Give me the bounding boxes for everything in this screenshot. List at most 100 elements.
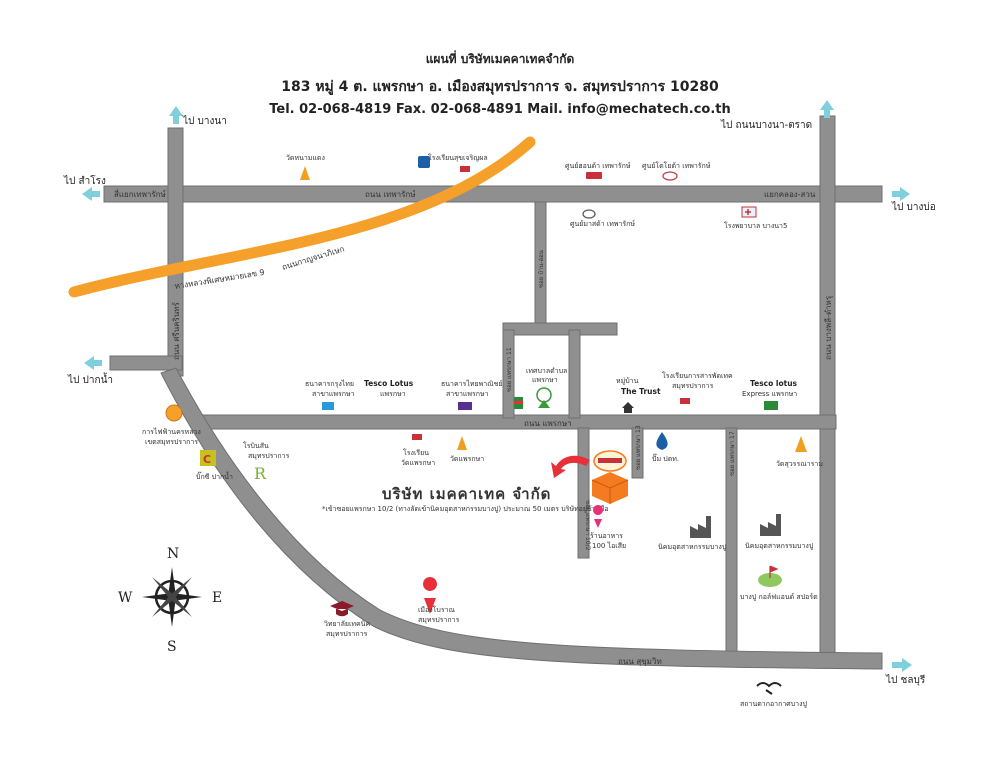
- direction-paknam: ไป ปากน้ำ: [67, 372, 113, 386]
- company-contact: Tel. 02-068-4819 Fax. 02-068-4891 Mail. …: [269, 102, 731, 117]
- temple-icon: [300, 166, 310, 180]
- direction-samrong: ไป สำโรง: [63, 174, 106, 187]
- left-arrow-icon: [82, 187, 100, 201]
- road-soi-14: [568, 329, 581, 419]
- road-label-soi-13: ซอย แพรกษา 13: [635, 425, 642, 470]
- ptt-drop-icon: [656, 432, 668, 450]
- road-label-thepharak: ถนน เทพารักษ์: [365, 189, 416, 199]
- golf-flag-icon: [769, 565, 779, 578]
- poi-scb: ธนาคารไทยพาณิชย์: [441, 379, 503, 388]
- electric-authority-icon: [165, 404, 183, 422]
- poi-tesaban: เทศบาลตำบล: [526, 367, 567, 375]
- poi-lotus-1: Tesco Lotus: [364, 379, 414, 388]
- compass-north: N: [167, 546, 179, 562]
- bigc-letter-icon: C: [203, 453, 211, 466]
- left-arrow-icon: [84, 356, 102, 370]
- poi-toyota: ศูนย์โตโยต้า เทพารักษ์: [642, 161, 711, 170]
- robinson-logo-icon: R: [254, 464, 267, 483]
- compass-rose: N S E W: [118, 546, 222, 655]
- poi-robinson: โรบินสัน: [243, 441, 269, 450]
- road-thepharak: [103, 185, 883, 203]
- bigc-logo-icon: [200, 450, 216, 466]
- direction-bangbo: ไป บางบ่อ: [891, 201, 936, 213]
- road-bangphli-tamru: [819, 115, 836, 655]
- poi-ancient-city: เมืองโบราณ: [418, 605, 456, 614]
- company-building-edge-icon: [591, 479, 629, 504]
- road-soi-10-2: [577, 427, 590, 559]
- tree-icon: [538, 400, 550, 408]
- poi-village-2: The Trust: [621, 387, 661, 396]
- road-network: [103, 115, 883, 670]
- poi-honda: ศูนย์ฮอนด้า เทพารักษ์: [565, 162, 631, 170]
- company-address: 183 หมู่ 4 ต. แพรกษา อ. เมืองสมุทรปราการ…: [281, 79, 719, 95]
- right-arrow-icon: [892, 658, 912, 672]
- temple-icon: [795, 436, 807, 452]
- road-label-bangphli-tamru: ถนน บางพลี-ตำหรุ: [824, 295, 833, 360]
- location-pin-icon: [593, 505, 604, 528]
- poi-lotus-2-branch: Express แพรกษา: [742, 390, 797, 398]
- direction-arrows: [82, 100, 912, 672]
- golf-icon: [758, 573, 782, 587]
- poi-school-tech: โรงเรียนการสารพัดเทค: [662, 371, 733, 380]
- road-soi-13: [631, 427, 644, 479]
- road-label-soi-11: ซอย แพรกษา 11: [506, 347, 513, 392]
- scb-logo-icon: [458, 402, 472, 410]
- temple-icon: [457, 436, 467, 450]
- road-label-khlongsuan: แยกคลอง-สวน: [764, 190, 816, 199]
- poi-school-suksa: โรงเรียนสุขเจริญผล: [428, 153, 488, 162]
- poi-mazda: ศูนย์มาสด้า เทพารักษ์: [570, 220, 635, 228]
- thai-flag-icon: [680, 398, 690, 404]
- poi-wat-suwan: วัดสุวรรณาราม: [776, 460, 823, 468]
- ktb-logo-icon: [322, 402, 334, 410]
- road-sukhumvit: [160, 367, 883, 670]
- municipal-seal-icon: [536, 387, 552, 403]
- up-arrow-icon: [820, 100, 834, 118]
- poi-scb-branch: สาขาแพรกษา: [446, 390, 489, 398]
- school-logo-icon: [418, 156, 430, 168]
- thai-flag-icon: [460, 166, 470, 172]
- highway-9-kanchanaphisek: [68, 136, 536, 298]
- right-arrow-icon: [892, 187, 910, 201]
- poi-restaurant: ร้านอาหาร: [590, 532, 623, 540]
- poi-ptt: ปั๊ม ปตท.: [652, 453, 679, 463]
- poi-wat-phraeksa: วัดแพรกษา: [450, 455, 484, 463]
- poi-bangpu: สถานตากอากาศบางปู: [740, 700, 807, 708]
- poi-wat-mahaeng: วัดหนามแดง: [286, 154, 325, 162]
- company-logo-band-icon: [598, 458, 622, 463]
- poi-restaurant-2: 100 ไอเสีย: [592, 541, 626, 550]
- road-label-soi-side: ซอย บ้าน-อ่อน: [538, 250, 545, 288]
- road-soi-connector: [502, 322, 618, 336]
- compass-west: W: [118, 590, 133, 606]
- road-label-phraeksa: ถนน แพรกษา: [524, 419, 572, 428]
- poi-village: หมู่บ้าน: [616, 377, 639, 385]
- poi-industrial-2: นิคมอุตสาหกรรมบางปู: [745, 542, 814, 550]
- hospital-cross-icon: [745, 209, 751, 215]
- poi-lotus-2: Tesco lotus: [750, 379, 798, 388]
- road-phraeksa: [199, 414, 837, 430]
- compass-south: S: [167, 639, 177, 655]
- compass-east: E: [212, 590, 222, 606]
- road-label-soi-17: ซอย แพรกษา 17: [729, 431, 736, 476]
- honda-logo-icon: [586, 172, 602, 179]
- company-direction-note: *เข้าซอยแพรกษา 10/2 (ทางลัดเข้านิคมอุตสา…: [322, 505, 609, 513]
- poi-hospital: โรงพยาบาล บางนา5: [724, 221, 787, 230]
- poi-school-tech-2: สมุทรปราการ: [672, 382, 714, 390]
- road-label-sukhumvit: ถนน สุขุมวิท: [618, 657, 662, 666]
- factory-icon: [690, 516, 711, 538]
- lotus-express-logo-icon: [764, 401, 778, 410]
- factory-icon: [760, 514, 781, 536]
- poi-robinson-2: สมุทรปราการ: [248, 452, 290, 460]
- up-arrow-icon: [169, 106, 183, 124]
- road-label-thepharak-junction: สี่แยกเทพารักษ์: [114, 188, 166, 199]
- mazda-logo-icon: [582, 209, 596, 219]
- direction-chonburi: ไป ชลบุรี: [885, 674, 926, 686]
- poi-lotus-1-branch: แพรกษา: [380, 390, 406, 398]
- poi-electric-2: เขตสมุทรปราการ: [145, 438, 198, 446]
- poi-school-phraeksa: โรงเรียน: [403, 448, 429, 457]
- direction-bangna: ไป บางนา: [182, 115, 227, 127]
- thai-flag-icon: [412, 434, 422, 440]
- location-pin-icon: [423, 577, 438, 614]
- poi-bigc: บิ๊กซี ปากน้ำ: [196, 470, 233, 481]
- seagull-icon: [756, 682, 782, 695]
